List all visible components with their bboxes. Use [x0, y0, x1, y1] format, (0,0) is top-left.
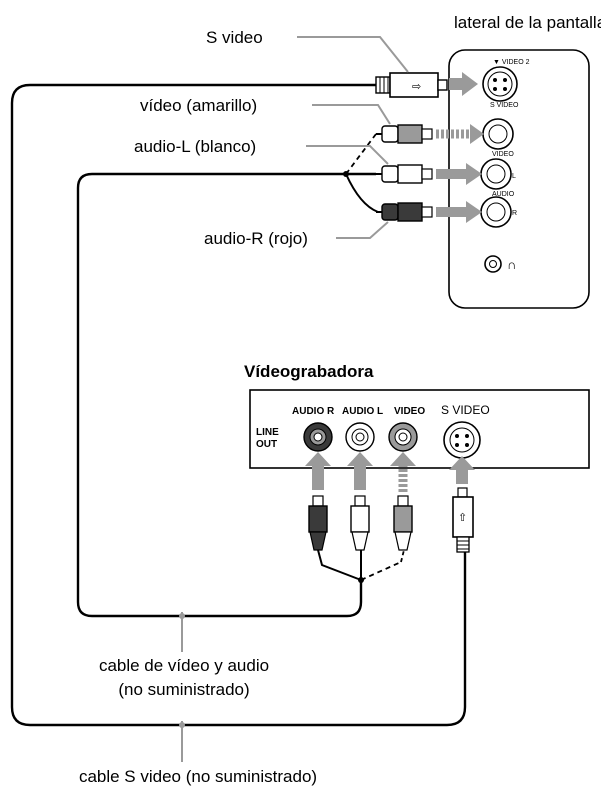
- svg-text:audio-L (blanco): audio-L (blanco): [134, 137, 256, 156]
- panel-l-label: L: [512, 173, 516, 180]
- panel-headphone-jack: ∩: [484, 255, 516, 273]
- panel-svideo-jack: ▼ VIDEO 2 S VIDEO: [482, 59, 530, 109]
- audio-l-plug-top: [376, 163, 482, 185]
- svg-text:⇧: ⇧: [458, 512, 467, 524]
- video-plug-top: [376, 124, 484, 144]
- audio-r-plug-top: [376, 201, 482, 223]
- panel-video2-label: ▼ VIDEO 2: [493, 59, 530, 66]
- vcr-audio-l-jack: [345, 422, 375, 452]
- panel-svideo-label: S VIDEO: [490, 102, 519, 109]
- label-svideo: S video: [206, 28, 409, 73]
- vcr-svideo-label: S VIDEO: [441, 403, 490, 417]
- line-out-label-1: LINE: [256, 427, 279, 438]
- label-svideo-cable: cable S video (no suministrado): [79, 721, 317, 786]
- svg-text:cable S video (no suministrado: cable S video (no suministrado): [79, 767, 317, 786]
- vcr-video-jack: [388, 422, 418, 452]
- audio-r-plug-bottom: [308, 495, 328, 551]
- line-out-label-2: OUT: [256, 439, 277, 450]
- svg-text:(no suministrado): (no suministrado): [118, 680, 249, 699]
- vcr-unit: Vídeograbadora LINE OUT AUDIO R AUDIO L …: [244, 362, 590, 469]
- headphone-icon: ∩: [507, 257, 516, 272]
- svg-text:S video: S video: [206, 28, 263, 47]
- panel-video-label: VIDEO: [492, 151, 514, 158]
- svg-text:cable de vídeo y audio: cable de vídeo y audio: [99, 656, 269, 675]
- svideo-plug-bottom: ⇧: [452, 487, 474, 553]
- vcr-audio-r-jack: [303, 422, 333, 452]
- panel-audio-label: AUDIO: [492, 191, 515, 198]
- audio-l-plug-bottom: [350, 495, 370, 551]
- video-plug-bottom: [393, 495, 413, 551]
- av-cable-line: [76, 172, 376, 618]
- vcr-audio-l-label: AUDIO L: [342, 406, 383, 417]
- vcr-audio-r-label: AUDIO R: [292, 406, 335, 417]
- vcr-video-label: VIDEO: [394, 406, 425, 417]
- tv-side-panel: lateral de la pantalla ▼ VIDEO 2 S VIDEO…: [448, 13, 601, 309]
- label-audio-r-red: audio-R (rojo): [204, 221, 389, 248]
- panel-title: lateral de la pantalla: [454, 13, 601, 32]
- vcr-svideo-jack: [443, 421, 481, 459]
- av-cable-top-split: [343, 133, 379, 213]
- svg-text:⇨: ⇨: [412, 81, 421, 93]
- panel-r-label: R: [512, 210, 517, 217]
- vcr-title: Vídeograbadora: [244, 362, 374, 381]
- panel-audio-r-jack: R: [480, 196, 517, 228]
- svideo-plug-top: ⇨: [375, 72, 478, 98]
- label-video-yellow: vídeo (amarillo): [140, 96, 391, 125]
- label-audio-l-white: audio-L (blanco): [134, 137, 389, 165]
- svideo-cable-line: [10, 83, 467, 727]
- svg-text:vídeo (amarillo): vídeo (amarillo): [140, 96, 257, 115]
- svg-text:audio-R (rojo): audio-R (rojo): [204, 229, 308, 248]
- vcr-arrows: [305, 452, 475, 492]
- label-av-cable: cable de vídeo y audio (no suministrado): [99, 612, 269, 699]
- av-cable-bottom-split: [317, 549, 405, 583]
